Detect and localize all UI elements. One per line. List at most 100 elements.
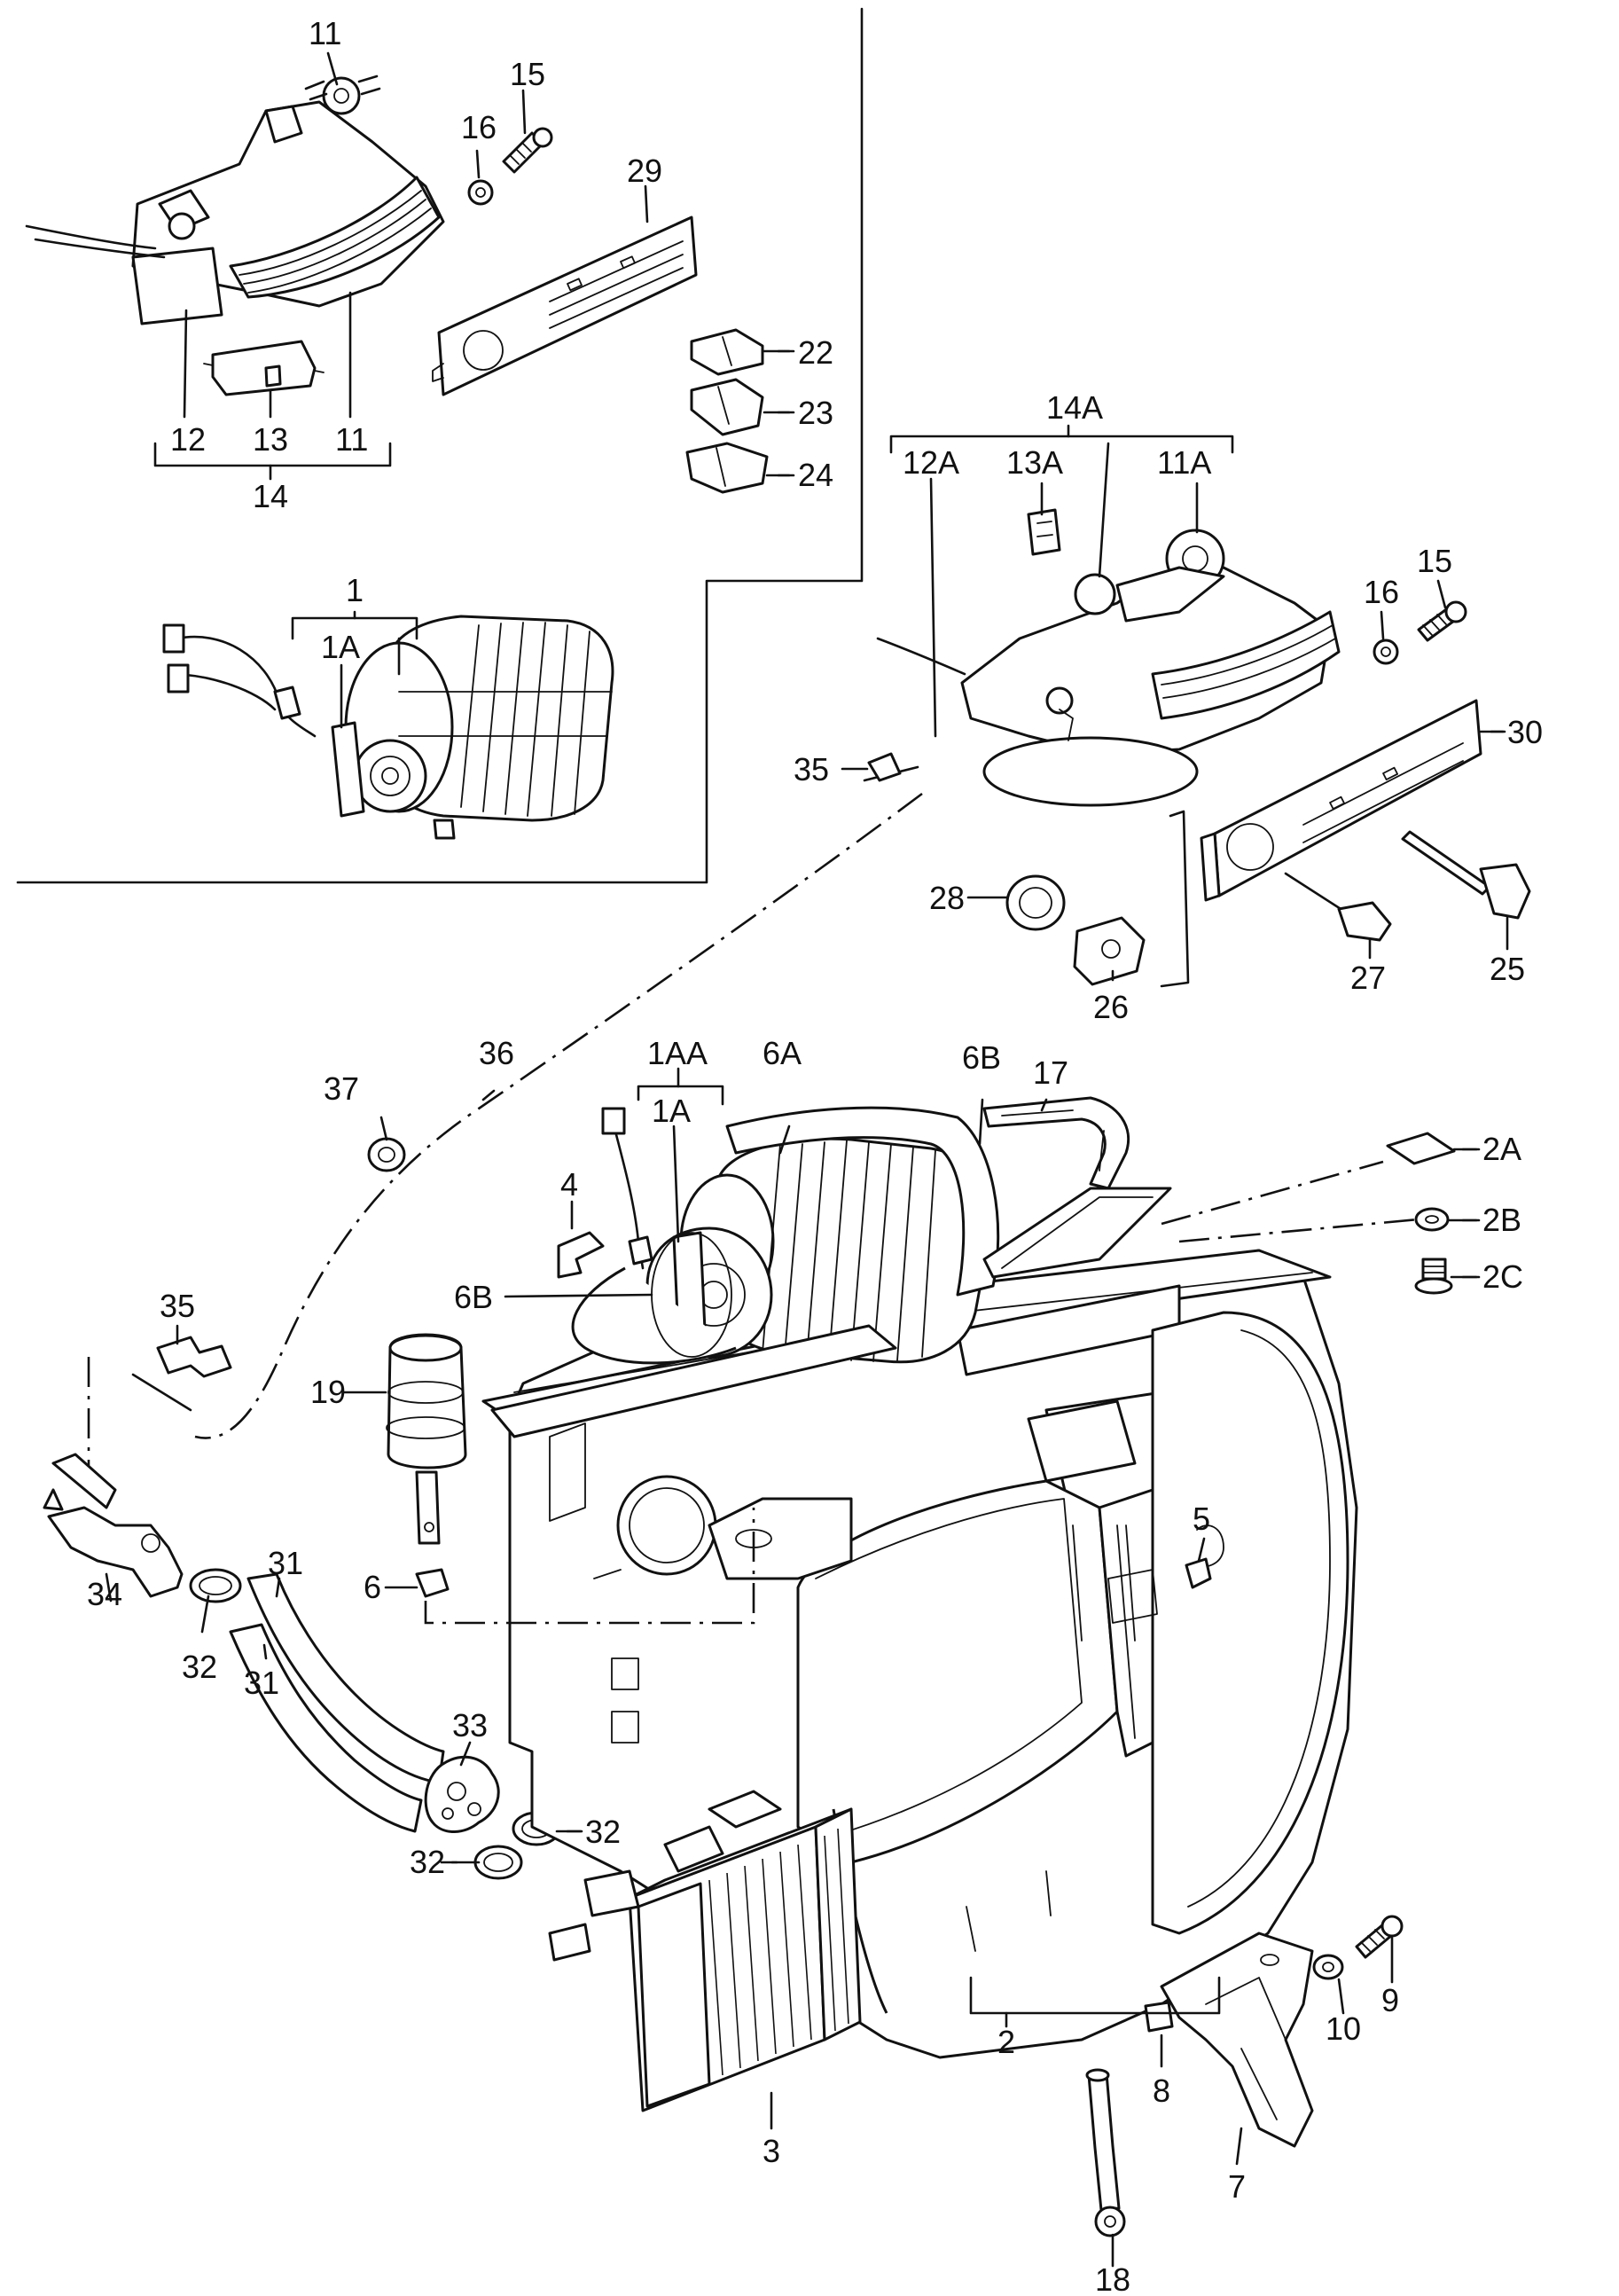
label-28: 28 [929,880,965,916]
label-3: 3 [763,2133,780,2169]
duct-frame [490,1187,1172,1438]
clip-35-left [87,1336,232,1490]
label-37: 37 [324,1070,359,1107]
screw-2C [1414,1258,1453,1295]
label-16-right: 16 [1364,574,1399,610]
screw-15-washer-16-top [467,127,553,206]
label-19: 19 [310,1374,346,1410]
label-15-top: 15 [510,56,545,92]
control-cable-36 [194,752,923,1439]
clip-8 [1144,2001,1174,2033]
grommet-37 [367,1137,406,1172]
label-16-top: 16 [461,109,497,145]
label-12A: 12A [903,444,959,481]
leader-lines [105,51,1509,2268]
hose-31-lower [229,1623,423,1833]
panel-30 [1200,699,1482,902]
label-25: 25 [1490,951,1525,987]
callout-labels: 11 15 16 29 12 13 11 14 22 23 24 1 1A 14… [87,15,1543,2296]
label-30: 30 [1507,714,1543,750]
label-11A: 11A [1157,444,1211,481]
label-6B-left: 6B [454,1279,493,1315]
label-24: 24 [798,457,833,493]
label-32-left: 32 [182,1649,217,1685]
washer-10 [1312,1954,1344,1980]
clip-6 [415,1568,450,1598]
panel-29 [432,215,698,396]
knob-23 [690,378,764,436]
label-32-lower: 32 [410,1844,445,1880]
label-27: 27 [1350,960,1386,996]
label-36: 36 [479,1035,514,1071]
blower-motor-1 [162,615,614,840]
label-31-lower: 31 [244,1665,279,1701]
dash-line-6 [424,1508,755,1625]
label-dashes [440,349,1506,1864]
clip-4 [557,1231,605,1279]
label-6A: 6A [763,1035,802,1071]
bracket-30-group [1160,810,1190,988]
knob-24 [685,442,769,494]
control-unit-14A [876,508,1341,807]
label-2: 2 [997,2024,1015,2060]
label-26: 26 [1093,989,1129,1025]
label-6B-top: 6B [962,1039,1001,1076]
label-2A: 2A [1482,1131,1521,1167]
screw-15-washer-16-right [1373,600,1467,665]
label-31-upper: 31 [268,1545,303,1581]
label-4: 4 [560,1166,578,1203]
bracket-7 [1160,1932,1314,2148]
label-5: 5 [1193,1501,1210,1537]
label-10: 10 [1326,2010,1361,2047]
label-8: 8 [1153,2073,1170,2109]
label-11-top: 11 [309,15,341,51]
label-1AA: 1AA [647,1035,708,1071]
heater-housing-2 [481,1249,1358,2059]
foam-strip-17 [982,1096,1130,1190]
dash-lines-2 [1161,1160,1420,1243]
label-22: 22 [798,334,833,371]
control-unit-14 [25,74,445,396]
label-1A-inset: 1A [321,629,360,665]
label-32-middle: 32 [585,1814,621,1850]
label-23: 23 [798,395,833,431]
label-2B: 2B [1482,1202,1521,1238]
label-9: 9 [1381,1982,1399,2018]
label-34: 34 [87,1576,122,1612]
label-7: 7 [1228,2168,1246,2205]
rod-18 [1085,2068,1126,2237]
label-13A: 13A [1006,444,1063,481]
label-35-left: 35 [160,1288,195,1324]
label-14: 14 [253,478,288,514]
label-6: 6 [364,1569,381,1605]
inset-frame [16,7,864,884]
clamp-32-left [189,1568,242,1603]
heater-core-3 [548,1790,862,2112]
gasket-33 [424,1755,500,1833]
label-29: 29 [627,153,662,189]
label-13: 13 [253,421,288,458]
valve-34 [43,1453,184,1598]
clamp-32-lower [473,1845,523,1880]
screw-9 [1355,1915,1404,1959]
label-15-right: 15 [1417,543,1452,579]
label-35-top: 35 [794,751,829,788]
clip-2A [1386,1132,1456,1165]
label-18: 18 [1095,2261,1130,2296]
label-14A: 14A [1046,389,1103,426]
knob-22 [690,328,764,376]
blower-1AA [571,1106,1000,1365]
slider-25 [1401,830,1531,920]
switch-26 [1073,916,1146,986]
label-2C: 2C [1482,1258,1523,1295]
vacuum-unit-19 [386,1333,467,1545]
label-1: 1 [346,572,364,608]
washer-2B [1414,1207,1450,1232]
label-17: 17 [1033,1054,1068,1091]
label-11-bottom: 11 [335,421,368,458]
label-1A: 1A [652,1093,691,1129]
label-12: 12 [170,421,206,458]
label-33: 33 [452,1707,488,1744]
knob-28 [1005,874,1066,931]
